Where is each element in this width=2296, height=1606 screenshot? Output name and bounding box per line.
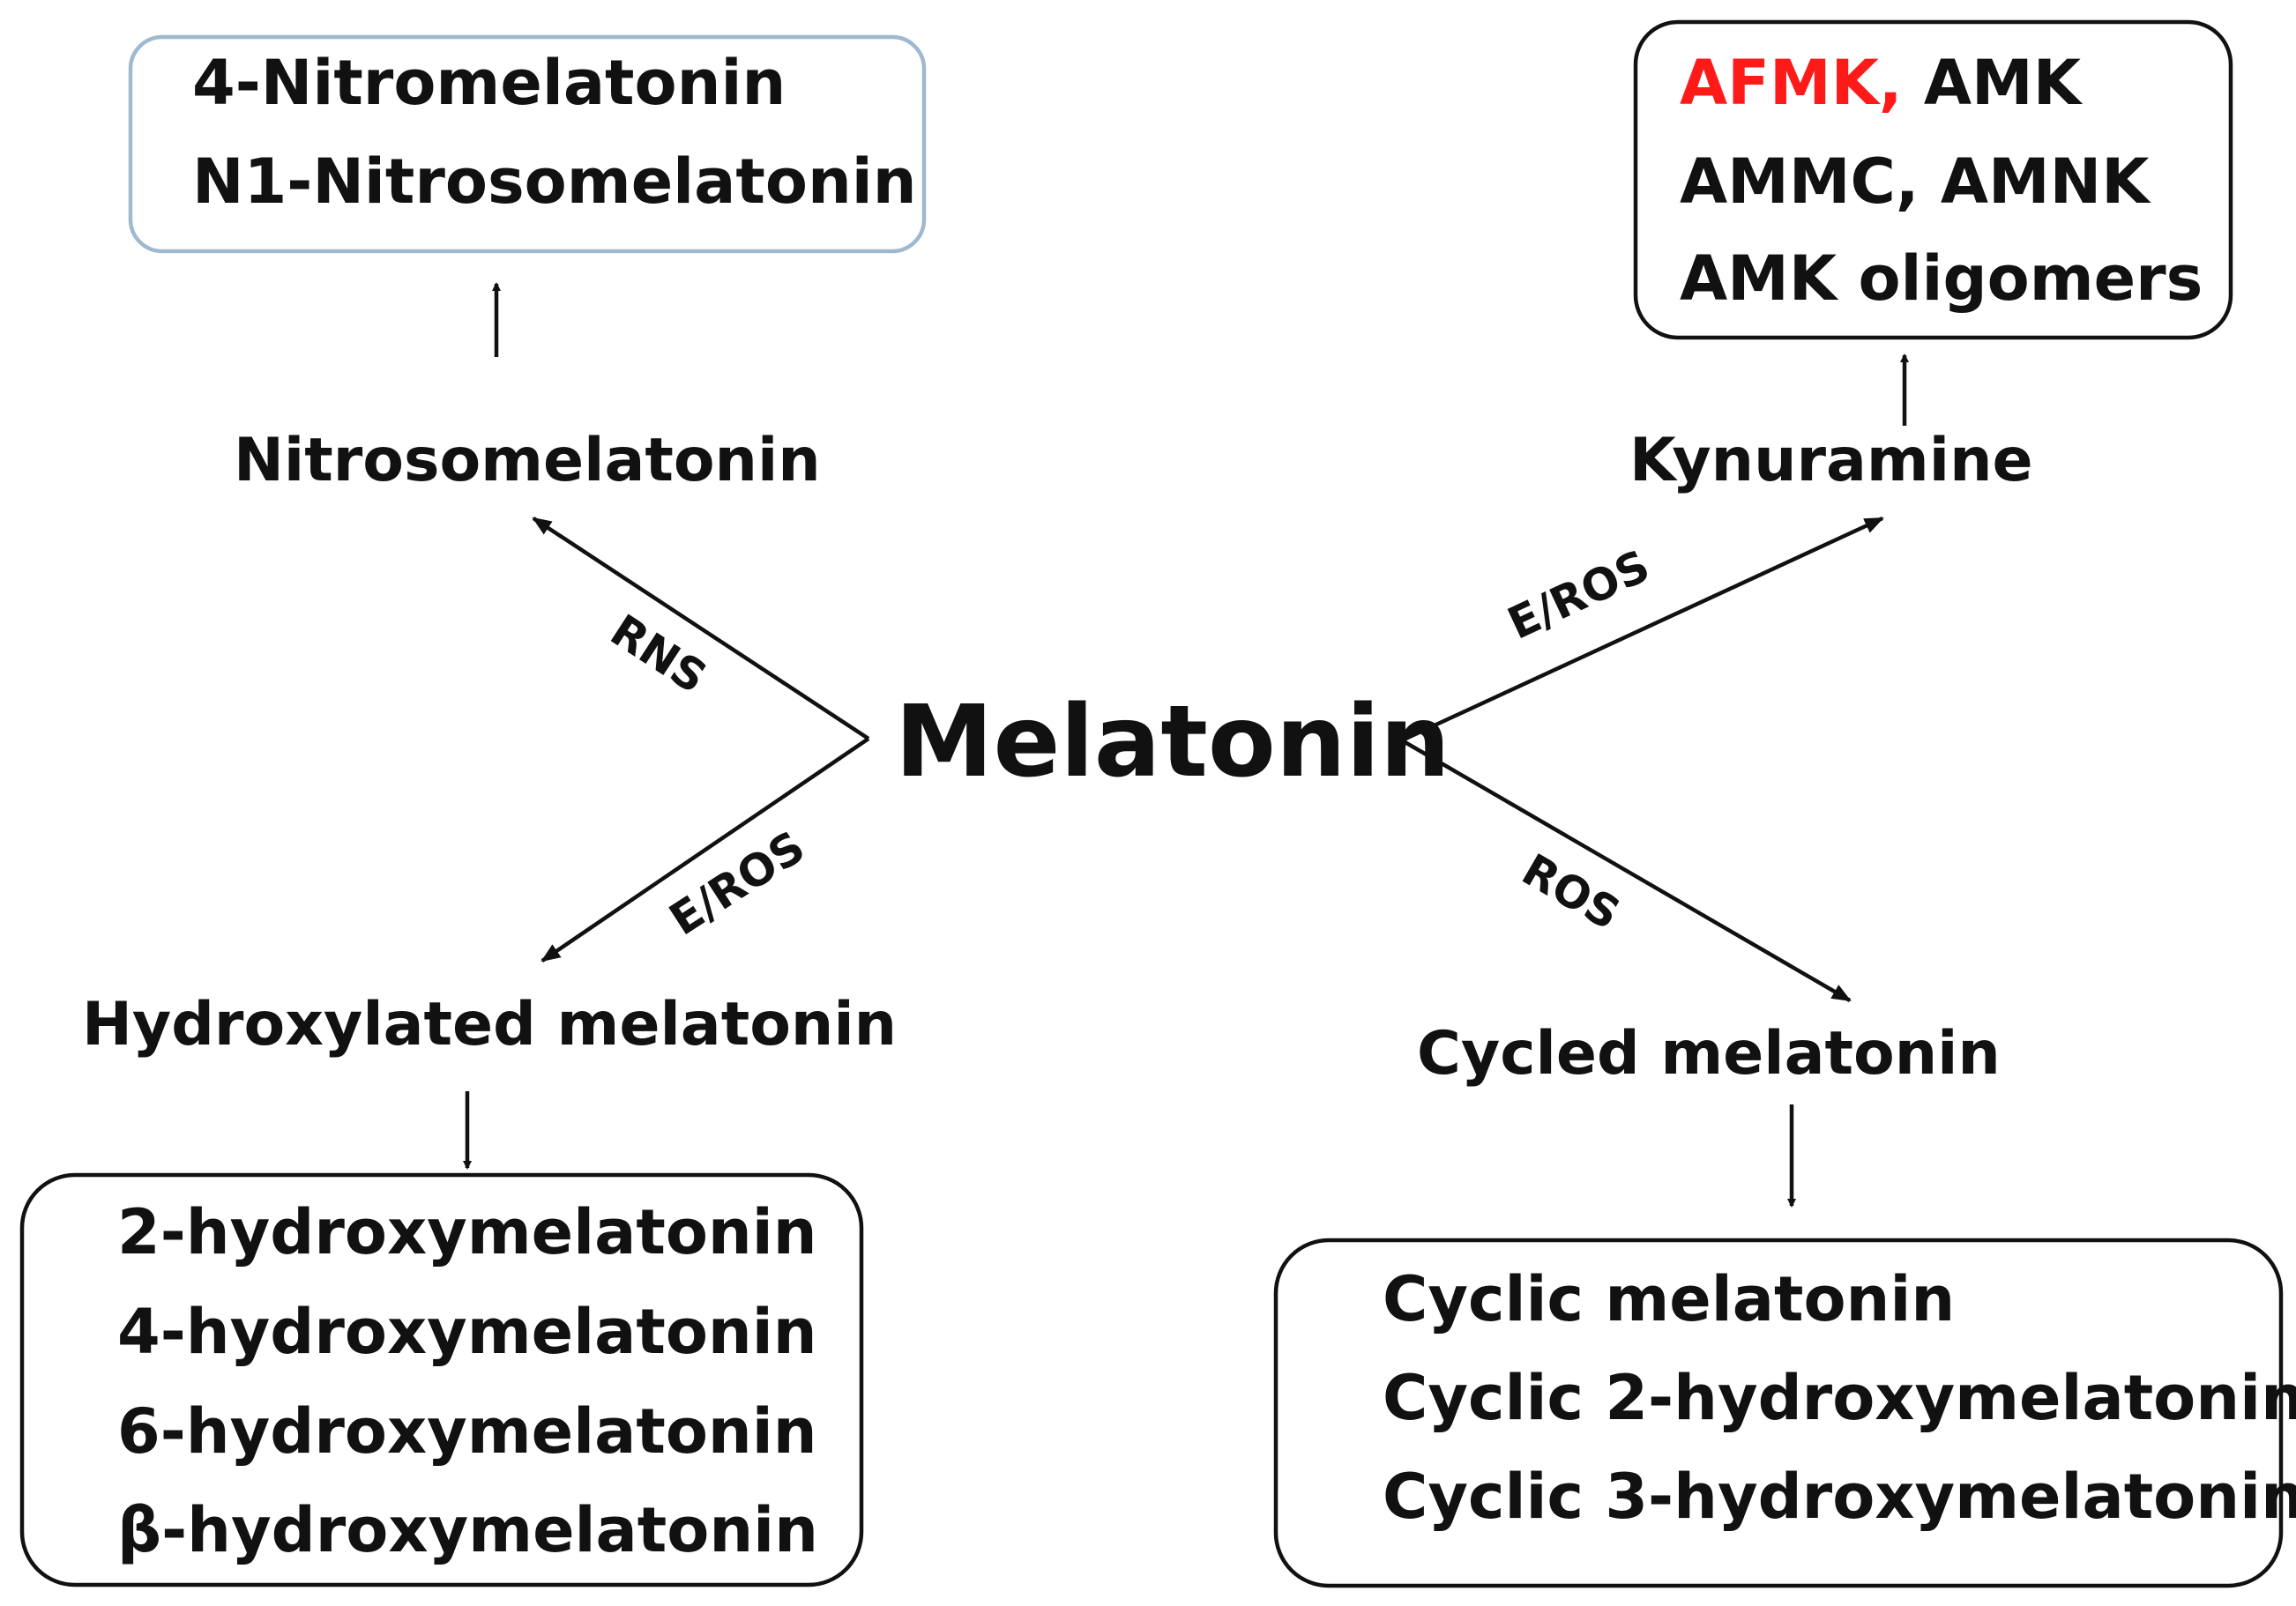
hydroxy-item-2: 4-hydroxymelatonin bbox=[117, 1296, 817, 1368]
node-hydroxylated-melatonin: Hydroxylated melatonin bbox=[82, 990, 897, 1060]
melatonin-to-hydroxylated-line bbox=[540, 737, 870, 963]
edge-label-eros-lower: E/ROS bbox=[660, 822, 814, 946]
amk-label: AMK bbox=[1903, 47, 2084, 119]
hydroxy-item-3: 6-hydroxymelatonin bbox=[117, 1395, 817, 1468]
melatonin-to-cycled-line bbox=[1400, 739, 1852, 1002]
cyclic-item-2: Cyclic 2-hydroxymelatonin bbox=[1383, 1362, 2296, 1434]
melatonin-to-nitrosomelatonin-line bbox=[532, 517, 870, 740]
kyn-line-3: AMK oligomers bbox=[1680, 242, 2203, 315]
node-cycled-melatonin: Cycled melatonin bbox=[1417, 1019, 2001, 1089]
nitro-item-2: N1-Nitrosomelatonin bbox=[192, 145, 917, 218]
nitro-item-1: 4-Nitromelatonin bbox=[192, 47, 786, 119]
afmk-label: AFMK, bbox=[1680, 47, 1903, 119]
cyclic-item-1: Cyclic melatonin bbox=[1383, 1263, 1955, 1335]
nitro-products-box bbox=[128, 34, 927, 254]
hydroxylated-products-box bbox=[19, 1172, 864, 1587]
center-node-melatonin: Melatonin bbox=[895, 685, 1450, 799]
edge-label-rns: RNS bbox=[601, 605, 715, 703]
cyclic-item-3: Cyclic 3-hydroxymelatonin bbox=[1383, 1461, 2296, 1533]
melatonin-to-kynuramine-line bbox=[1401, 516, 1884, 743]
kyn-line-2: AMMC, AMNK bbox=[1680, 145, 2151, 218]
hydroxy-item-1: 2-hydroxymelatonin bbox=[117, 1196, 817, 1268]
edge-label-ros: ROS bbox=[1514, 844, 1629, 941]
kynuramine-products-box bbox=[1633, 19, 2233, 340]
hydroxy-item-4: β-hydroxymelatonin bbox=[117, 1494, 818, 1566]
node-kynuramine: Kynuramine bbox=[1629, 426, 2033, 495]
kyn-line-1: AFMK, AMK bbox=[1680, 47, 2084, 119]
node-nitrosomelatonin: Nitrosomelatonin bbox=[234, 426, 821, 495]
cyclic-products-box bbox=[1273, 1238, 2284, 1588]
